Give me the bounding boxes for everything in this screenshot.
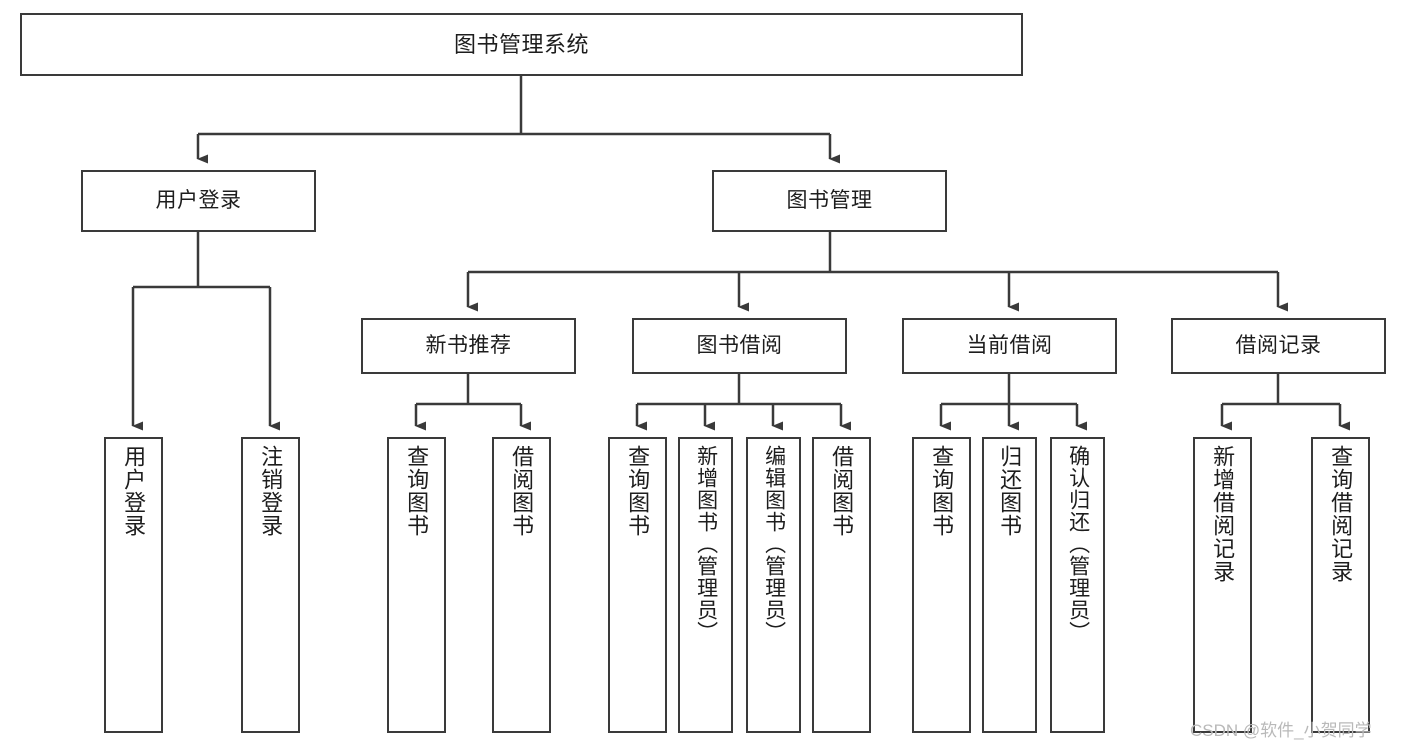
node-book-borrow[interactable]: 图书借阅 — [632, 318, 847, 374]
node-leaf-query-record[interactable]: 查询借阅记录 — [1311, 437, 1370, 733]
node-label: 新增借阅记录 — [1210, 445, 1236, 583]
node-leaf-user-login[interactable]: 用户登录 — [104, 437, 163, 733]
node-label: 新增图书（管理员） — [694, 445, 718, 643]
node-label: 图书管理 — [786, 188, 873, 212]
node-leaf-edit-book[interactable]: 编辑图书（管理员） — [746, 437, 801, 733]
node-user-login[interactable]: 用户登录 — [81, 170, 316, 232]
node-leaf-query-book-2[interactable]: 查询图书 — [608, 437, 667, 733]
node-label: 查询借阅记录 — [1328, 445, 1354, 583]
node-label: 图书借阅 — [696, 333, 783, 357]
node-leaf-borrow-book-1[interactable]: 借阅图书 — [492, 437, 551, 733]
node-label: 归还图书 — [997, 445, 1023, 537]
node-leaf-borrow-book-2[interactable]: 借阅图书 — [812, 437, 871, 733]
node-label: 当前借阅 — [966, 333, 1053, 357]
node-label: 查询图书 — [625, 445, 651, 537]
node-new-book-recommend[interactable]: 新书推荐 — [361, 318, 576, 374]
node-leaf-logout-login[interactable]: 注销登录 — [241, 437, 300, 733]
node-label: 新书推荐 — [425, 333, 512, 357]
node-leaf-add-record[interactable]: 新增借阅记录 — [1193, 437, 1252, 733]
node-label: 借阅图书 — [509, 445, 535, 537]
node-label: 用户登录 — [155, 188, 242, 212]
node-leaf-query-book-1[interactable]: 查询图书 — [387, 437, 446, 733]
node-label: 确认归还（管理员） — [1066, 445, 1090, 643]
node-label: 用户登录 — [121, 445, 147, 537]
node-borrow-record[interactable]: 借阅记录 — [1171, 318, 1386, 374]
node-label: 查询图书 — [404, 445, 430, 537]
node-leaf-add-book[interactable]: 新增图书（管理员） — [678, 437, 733, 733]
node-label: 借阅图书 — [829, 445, 855, 537]
node-label: 查询图书 — [929, 445, 955, 537]
node-label: 编辑图书（管理员） — [762, 445, 786, 643]
node-label: 图书管理系统 — [453, 31, 589, 57]
node-book-management[interactable]: 图书管理 — [712, 170, 947, 232]
csdn-watermark: CSDN @软件_小贺同学 — [1190, 721, 1372, 740]
node-leaf-return-book[interactable]: 归还图书 — [982, 437, 1037, 733]
node-current-borrow[interactable]: 当前借阅 — [902, 318, 1117, 374]
node-leaf-query-book-3[interactable]: 查询图书 — [912, 437, 971, 733]
node-label: 借阅记录 — [1235, 333, 1322, 357]
node-leaf-confirm-return[interactable]: 确认归还（管理员） — [1050, 437, 1105, 733]
node-book-management-system[interactable]: 图书管理系统 — [20, 13, 1023, 76]
node-label: 注销登录 — [258, 445, 284, 537]
